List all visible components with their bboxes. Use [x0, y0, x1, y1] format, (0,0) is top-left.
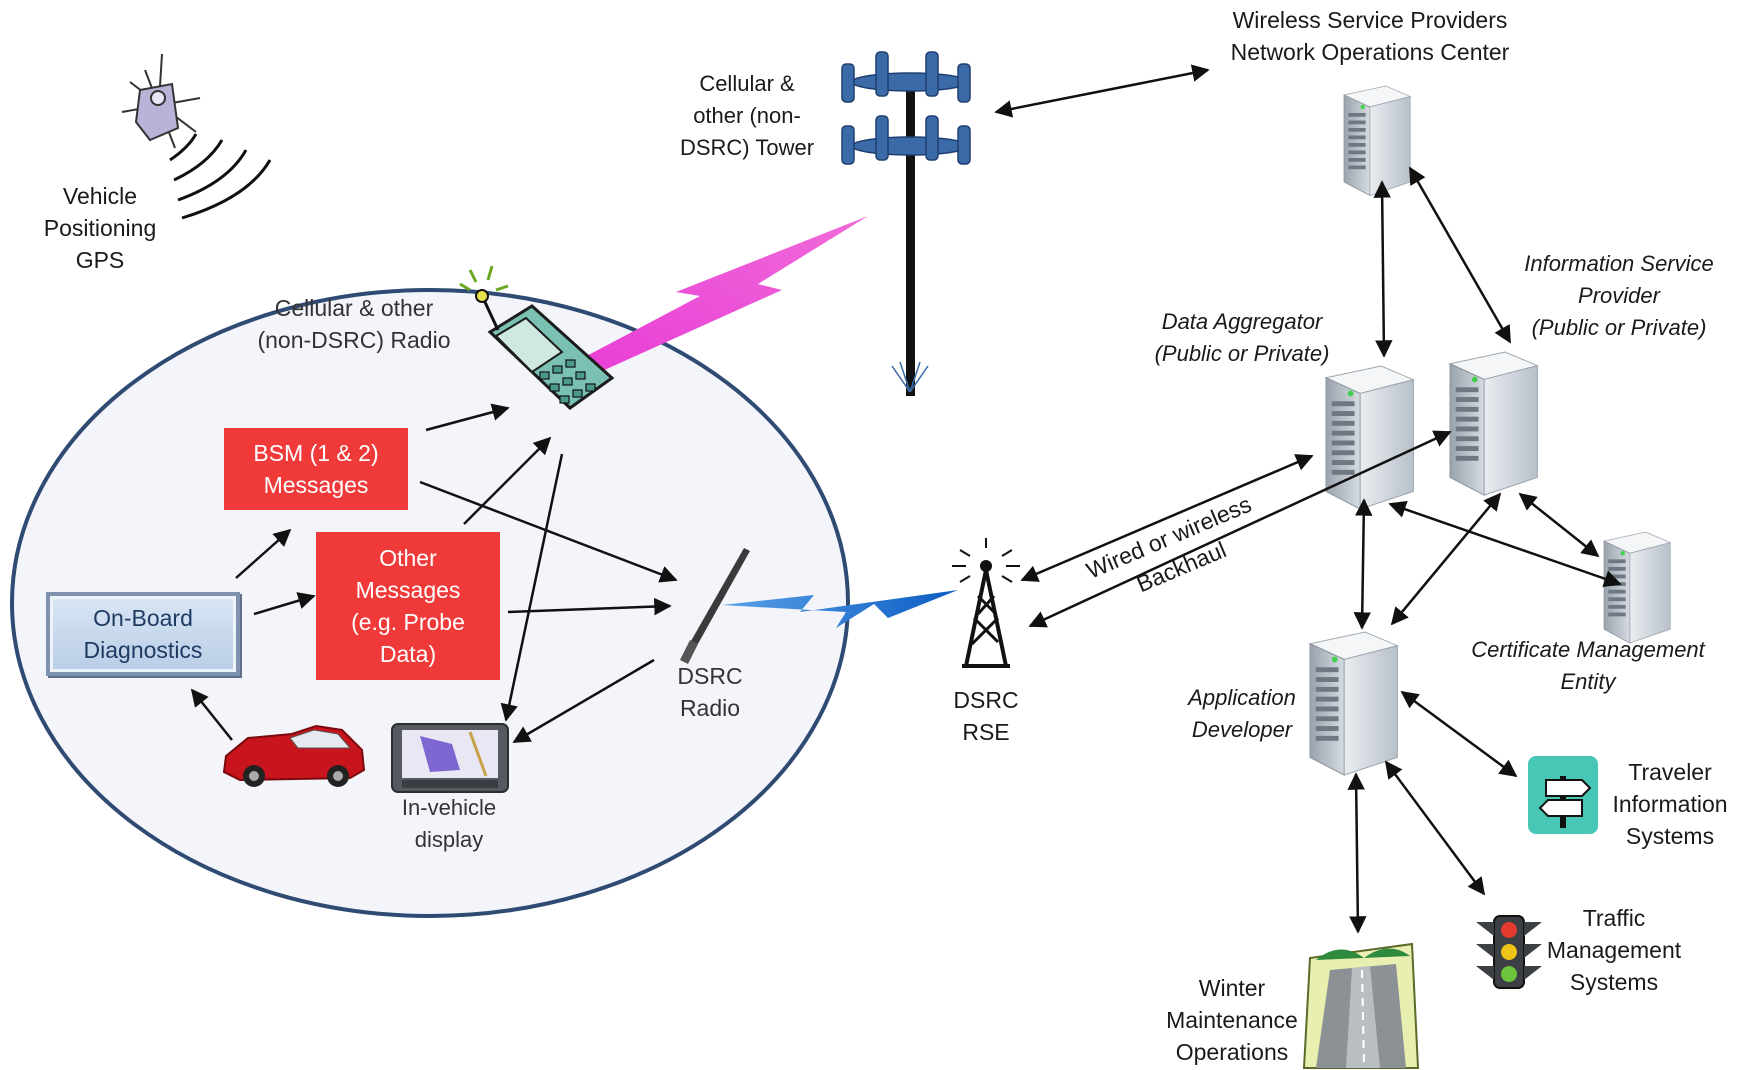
- wsp-noc-server-icon: [1343, 85, 1411, 196]
- arrow-obd-to-bsm: [235, 528, 292, 579]
- arrow-aggregator-cme: [1388, 500, 1622, 588]
- arrow-car-to-obd: [190, 688, 233, 741]
- dsrc-antenna-icon: [680, 548, 750, 664]
- certificate-server-icon: [1603, 531, 1671, 644]
- arrow-bsm-to-dsrc: [419, 480, 678, 583]
- other-line-4: Data): [379, 641, 437, 667]
- arrow-other-to-dsrc: [507, 597, 672, 616]
- app-developer-server-icon: [1309, 631, 1398, 776]
- other-line-2: Messages: [355, 577, 461, 603]
- arrow-appdev-tis: [1400, 690, 1518, 778]
- arrow-phone-to-display: [500, 453, 564, 722]
- winter-road-icon: [1302, 942, 1420, 1069]
- obd-box: On-Board Diagnostics: [46, 592, 240, 676]
- bsm-line-1: BSM (1 & 2): [253, 440, 379, 466]
- car-icon: [222, 724, 366, 787]
- arrow-dsrc-to-display: [512, 658, 655, 744]
- arrow-isp-appdev: [1390, 492, 1502, 626]
- satellite-icon: [121, 53, 272, 220]
- cell-phone-icon: [459, 265, 615, 410]
- other-line-3: (e.g. Probe: [351, 609, 465, 635]
- traffic-light-icon: [1476, 915, 1542, 989]
- arrow-rse-isp: [1028, 430, 1452, 628]
- data-aggregator-server-icon: [1325, 365, 1414, 510]
- other-line-1: Other: [379, 545, 437, 571]
- cellular-radio-label: Cellular & other(non-DSRC) Radio: [257, 295, 451, 353]
- tower-label: Cellular &other (non-DSRC) Tower: [679, 71, 815, 160]
- arrow-other-to-phone: [463, 436, 552, 525]
- cellular-signal-icon: [560, 216, 868, 382]
- bsm-messages-box: BSM (1 & 2) Messages: [224, 428, 408, 510]
- arrow-appdev-tms: [1384, 760, 1486, 896]
- arrow-bsm-to-phone: [425, 403, 510, 432]
- arrow-tower-wspnoc: [994, 64, 1210, 118]
- bsm-line-2: Messages: [263, 472, 369, 498]
- other-messages-box: Other Messages (e.g. Probe Data): [316, 532, 500, 680]
- isp-server-icon: [1449, 351, 1538, 496]
- in-vehicle-display-icon: [391, 723, 509, 793]
- obd-line-1: On-Board: [93, 605, 193, 631]
- arrow-appdev-wmo: [1347, 772, 1367, 934]
- rse-tower-icon: [952, 538, 1020, 668]
- arrow-aggregator-appdev: [1353, 498, 1373, 630]
- data-aggregator-label: Data Aggregator(Public or Private): [1154, 309, 1330, 366]
- traveler-info-sign-icon: [1528, 756, 1598, 834]
- arrow-wspnoc-aggregator: [1373, 180, 1393, 358]
- cell-tower-icon: [841, 51, 971, 396]
- dsrc-signal-icon: [722, 590, 958, 628]
- obd-line-2: Diagnostics: [83, 637, 203, 663]
- arrow-isp-cme: [1518, 492, 1600, 558]
- arrow-obd-to-other: [253, 592, 316, 616]
- arrow-wspnoc-isp: [1408, 166, 1512, 344]
